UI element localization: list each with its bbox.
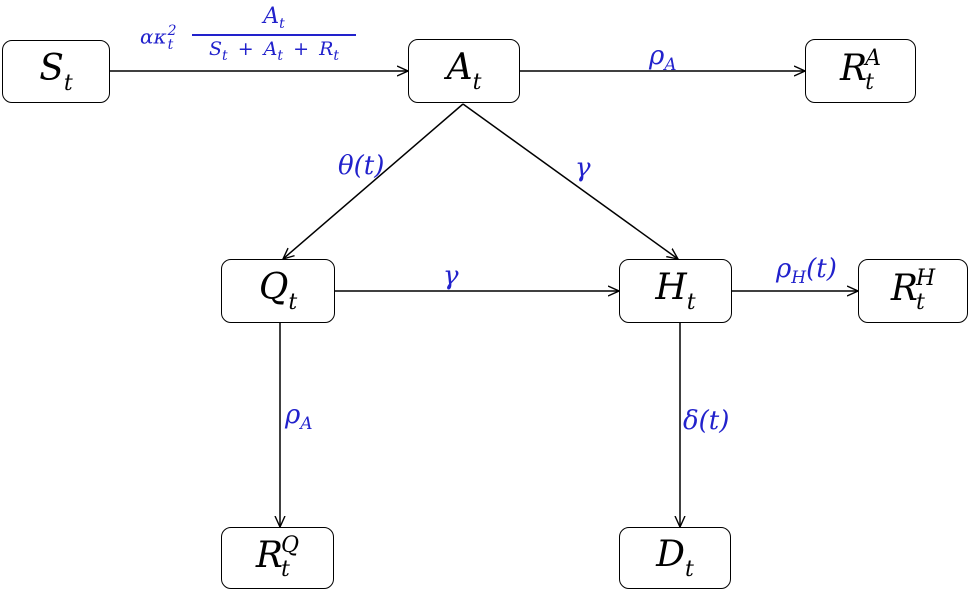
label-h-to-d: δ(t): [683, 406, 730, 436]
edge-a-to-h: [462, 103, 678, 259]
label-q-to-rq: ρA: [285, 400, 313, 434]
node-h: Ht: [619, 259, 732, 323]
node-d: Dt: [619, 527, 731, 589]
label-infection-fraction: At St + At + Rt: [192, 6, 356, 63]
label-a-to-q: θ(t): [338, 151, 385, 181]
node-s: St: [2, 40, 110, 103]
node-a: At: [408, 39, 520, 103]
label-q-to-h: γ: [443, 261, 459, 291]
fraction-denominator: St + At + Rt: [208, 37, 340, 64]
label-a-to-ra: ρA: [649, 41, 677, 75]
label-h-to-rh: ρH(t): [776, 254, 837, 288]
edge-a-to-q: [283, 103, 464, 259]
label-a-to-h: γ: [575, 153, 591, 183]
fraction-bar: [192, 34, 356, 36]
fraction-numerator: At: [263, 4, 285, 32]
node-q: Qt: [221, 259, 335, 323]
